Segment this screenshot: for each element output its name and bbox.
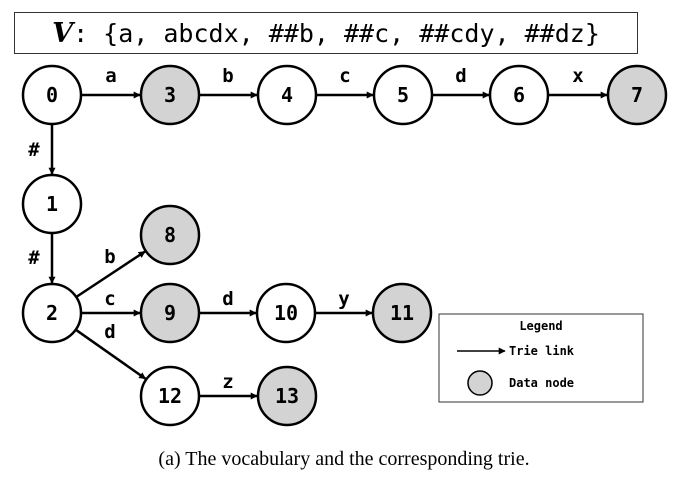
- data-node-circle: [256, 365, 318, 427]
- legend-title: Legend: [519, 319, 562, 333]
- trie-node-2: 2: [21, 282, 83, 344]
- trie-node-7: 7: [606, 64, 668, 126]
- node-label-0: 0: [46, 83, 58, 107]
- node-circle: [488, 64, 550, 126]
- edge-label-2-8: b: [104, 246, 115, 268]
- edge-label-12-13: z: [222, 371, 233, 393]
- vocabulary-symbol: V: [52, 17, 74, 49]
- trie-node-6: 6: [488, 64, 550, 126]
- data-node-circle: [139, 204, 201, 266]
- trie-node-8: 8: [139, 204, 201, 266]
- node-label-2: 2: [46, 301, 58, 325]
- node-circle: [21, 282, 83, 344]
- data-node-circle: [606, 64, 668, 126]
- node-circle: [21, 173, 83, 235]
- trie-node-12: 12: [139, 365, 201, 427]
- edge-label-10-11: y: [338, 288, 349, 310]
- trie-edge-2-12: [75, 328, 147, 380]
- node-label-5: 5: [397, 83, 409, 107]
- trie-node-10: 10: [255, 282, 317, 344]
- node-label-4: 4: [281, 83, 293, 107]
- vocabulary-box: V: {a, abcdx, ##b, ##c, ##cdy, ##dz}: [14, 12, 638, 54]
- trie-edge-2-8: [75, 250, 146, 299]
- legend-data-node-label: Data node: [509, 376, 574, 390]
- node-circle: [21, 64, 83, 126]
- node-circle: [255, 282, 317, 344]
- figure-caption: (a) The vocabulary and the corresponding…: [158, 448, 530, 470]
- trie-node-0: 0: [21, 64, 83, 126]
- legend-trie-link-label: Trie link: [509, 344, 575, 358]
- data-node-circle: [139, 64, 201, 126]
- edge-label-9-10: d: [222, 288, 233, 310]
- node-label-13: 13: [275, 384, 299, 408]
- node-circle: [256, 64, 318, 126]
- node-circle: [139, 365, 201, 427]
- node-label-12: 12: [158, 384, 182, 408]
- trie-node-3: 3: [139, 64, 201, 126]
- edge-label-2-12: d: [104, 321, 115, 343]
- node-label-6: 6: [513, 83, 525, 107]
- edge-label-4-5: c: [339, 65, 350, 87]
- edge-label-5-6: d: [455, 65, 466, 87]
- node-label-1: 1: [46, 192, 58, 216]
- data-node-circle: [139, 282, 201, 344]
- trie-node-11: 11: [371, 282, 433, 344]
- trie-node-13: 13: [256, 365, 318, 427]
- trie-node-4: 4: [256, 64, 318, 126]
- edge-label-0-1: #: [28, 139, 40, 161]
- node-label-10: 10: [274, 301, 298, 325]
- node-label-8: 8: [164, 223, 176, 247]
- trie-node-5: 5: [372, 64, 434, 126]
- node-circle: [372, 64, 434, 126]
- node-label-3: 3: [164, 83, 176, 107]
- edge-label-2-9: c: [104, 288, 115, 310]
- trie-node-9: 9: [139, 282, 201, 344]
- vocabulary-text: : {a, abcdx, ##b, ##c, ##cdy, ##dz}: [73, 18, 600, 48]
- edge-label-3-4: b: [222, 65, 233, 87]
- node-label-9: 9: [164, 301, 176, 325]
- edge-label-6-7: x: [572, 65, 583, 87]
- legend: Legend Trie link Data node: [438, 313, 644, 403]
- edge-label-0-3: a: [105, 65, 116, 87]
- data-node-circle: [371, 282, 433, 344]
- legend-data-node-icon: [467, 370, 493, 396]
- node-label-7: 7: [631, 83, 643, 107]
- node-label-11: 11: [390, 301, 414, 325]
- trie-node-1: 1: [21, 173, 83, 235]
- edge-label-1-2: #: [28, 247, 40, 269]
